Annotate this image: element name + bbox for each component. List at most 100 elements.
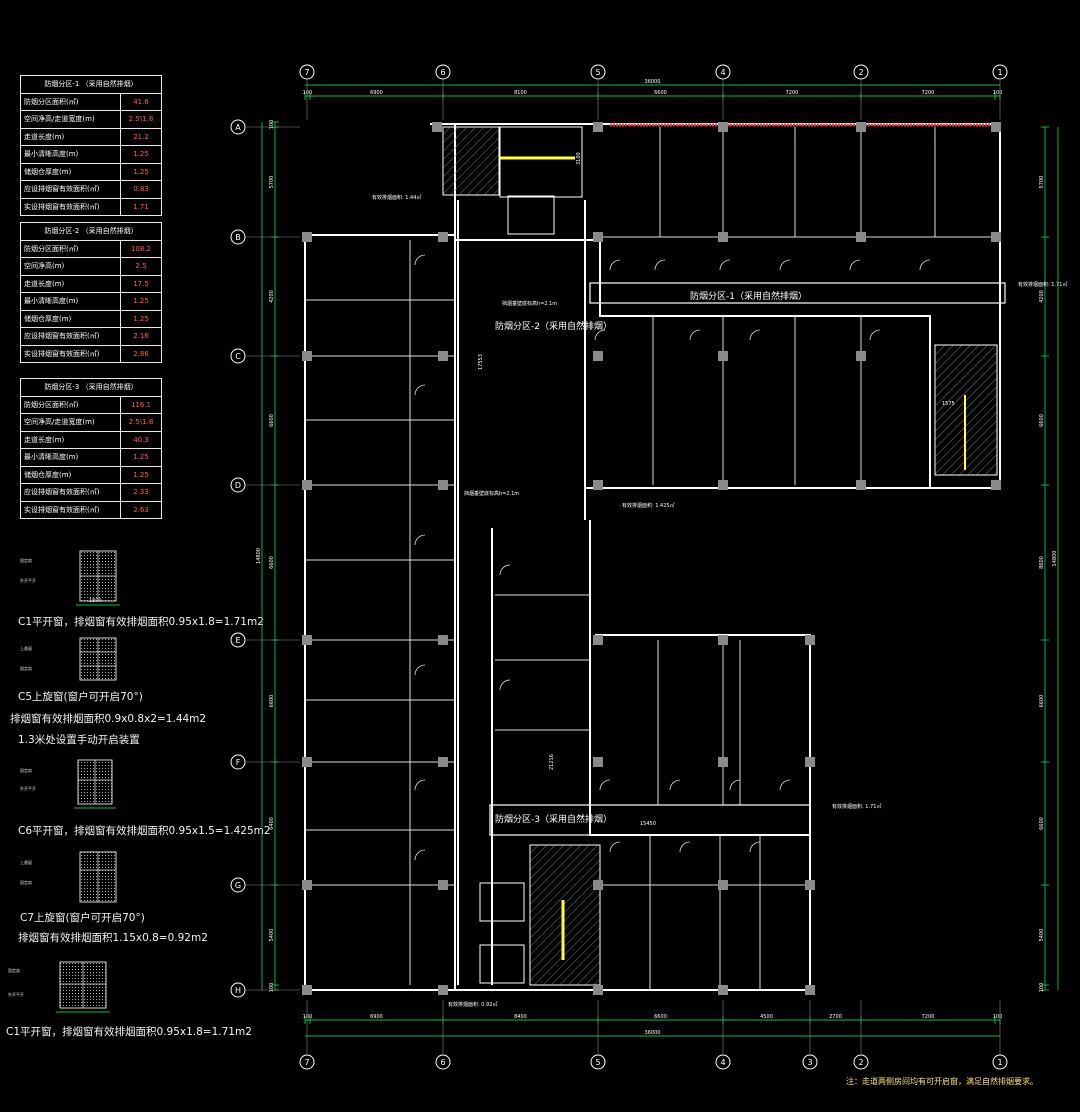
zone-1-corridor [589, 282, 1006, 304]
elevator-nw [507, 195, 555, 235]
dim-value: 5400 [269, 929, 275, 942]
svg-text:固定扇: 固定扇 [8, 967, 20, 973]
column [438, 635, 448, 645]
column [991, 122, 1001, 132]
axis-label: 4 [720, 1058, 725, 1067]
dim-value: 5400 [1039, 929, 1045, 942]
dim-total: 36000 [645, 79, 661, 85]
window-c7-caption: C7上旋窗(窗户可开启70°) [20, 912, 145, 924]
svg-text:外开平开: 外开平开 [8, 991, 24, 997]
annotation: 有效排烟面积: 0.92㎡ [448, 1001, 497, 1008]
door-swing [679, 841, 691, 853]
door-swing [749, 841, 761, 853]
dim-value: 6600 [269, 414, 275, 427]
column [718, 985, 728, 995]
column [856, 122, 866, 132]
column [593, 757, 603, 767]
axis-label: 1 [997, 1058, 1002, 1067]
annotation: 15450 [640, 821, 656, 827]
dim-value: 5700 [1039, 176, 1045, 189]
axis-label: B [235, 233, 241, 242]
column [718, 635, 728, 645]
dim-value: 4200 [1039, 290, 1045, 303]
dim-value: 100 [1039, 983, 1045, 993]
dim-value: 4500 [760, 1014, 773, 1020]
annotation: 挡烟垂壁底标高h=2.1m [464, 490, 519, 497]
column [593, 122, 603, 132]
door-swing [729, 779, 741, 791]
dim-value: 7200 [786, 90, 799, 96]
width-dim: 1800 [89, 598, 102, 604]
building-walls [304, 123, 1001, 991]
column [302, 635, 312, 645]
door-swing [499, 564, 511, 576]
dim-value: 8100 [514, 90, 527, 96]
door-swing [609, 841, 621, 853]
door-swing [779, 259, 791, 271]
table-row: 最小清晰高度(m)1.25 [20, 292, 162, 311]
dim-value: 6600 [1039, 414, 1045, 427]
zone-1-label: 防烟分区-1（采用自然排烟） [690, 290, 807, 302]
smoke-zone-3-table: 防烟分区-3 （采用自然排烟） 防烟分区面积(㎡)116.1 空间净高/走道宽度… [20, 378, 162, 519]
axis-label: 7 [304, 1058, 309, 1067]
axis-label: A [235, 123, 241, 132]
column [302, 985, 312, 995]
zone-3-corridor [489, 804, 811, 836]
svg-text:固定扇: 固定扇 [20, 767, 32, 773]
column [432, 122, 442, 132]
dim-value: 8600 [1039, 556, 1045, 569]
column [593, 232, 603, 242]
column [593, 635, 603, 645]
axis-label: 4 [720, 68, 725, 77]
dim-value: 100 [993, 1014, 1003, 1020]
column [438, 480, 448, 490]
column [302, 880, 312, 890]
column [856, 480, 866, 490]
axis-label: C [235, 352, 241, 361]
annotation: 有效排烟面积: 1.71㎡ [1018, 281, 1067, 288]
dim-value: 6600 [269, 695, 275, 708]
dim-value: 100 [269, 983, 275, 993]
table-row: 防烟分区面积(㎡)108.2 [20, 239, 162, 258]
column [991, 232, 1001, 242]
svg-text:固定扇: 固定扇 [20, 665, 32, 671]
dim-total: 14800 [1052, 551, 1058, 567]
door-swing [599, 779, 611, 791]
annotation: 有效排烟面积: 1.44㎡ [372, 194, 421, 201]
table-row: 实设排烟窗有效面积(㎡)2.63 [20, 500, 162, 519]
column [302, 232, 312, 242]
door-swing [414, 254, 426, 266]
axis-label: H [235, 986, 241, 995]
table-row: 防烟分区面积(㎡)41.6 [20, 92, 162, 111]
column [593, 985, 603, 995]
column [991, 480, 1001, 490]
annotation: 17553 [478, 354, 484, 370]
elevator-s1 [479, 882, 525, 922]
axis-label: 7 [304, 68, 309, 77]
dim-value: 6400 [269, 817, 275, 830]
door-swing [849, 259, 861, 271]
smoke-zones: 防烟分区-1（采用自然排烟） 防烟分区-2（采用自然排烟） 防烟分区-3（采用自… [489, 282, 1006, 836]
annotation: 1575 [942, 401, 955, 407]
door-swing [609, 259, 621, 271]
dim-value: 2700 [829, 1014, 842, 1020]
axis-label: 1 [997, 68, 1002, 77]
column [718, 880, 728, 890]
plan-annotations: 有效排烟面积: 1.44㎡ 有效排烟面积: 1.71㎡ 挡烟垂壁底标高h=2.1… [372, 152, 1067, 1008]
dim-total: 14800 [256, 548, 262, 564]
column [718, 232, 728, 242]
door-swing [719, 259, 731, 271]
column [805, 635, 815, 645]
column [438, 351, 448, 361]
column [593, 880, 603, 890]
dim-value: 6900 [370, 90, 383, 96]
dim-value: 5700 [269, 176, 275, 189]
column [856, 232, 866, 242]
column [302, 351, 312, 361]
axis-label: 6 [440, 68, 445, 77]
axis-label: E [235, 636, 240, 645]
door-swing [669, 779, 681, 791]
dim-value: 6600 [1039, 817, 1045, 830]
